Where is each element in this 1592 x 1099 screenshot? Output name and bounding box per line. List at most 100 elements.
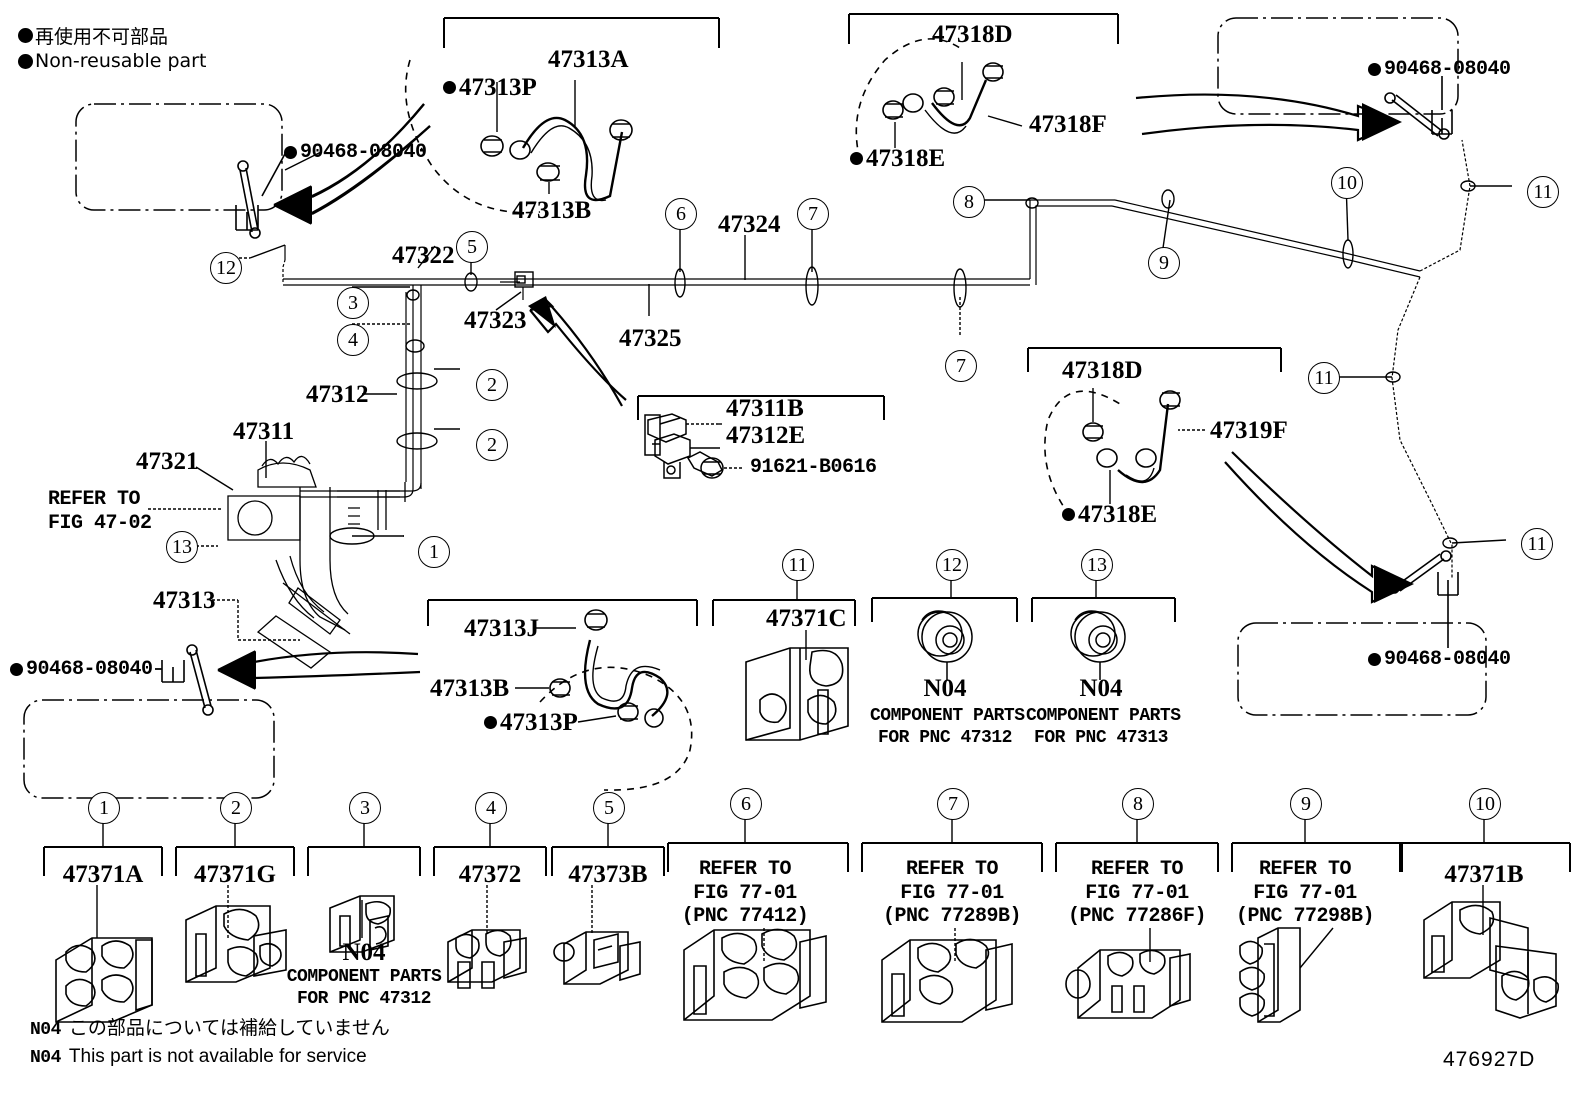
label-47313p-lower: 47313P	[484, 710, 578, 735]
pipe-diagonal-b	[1111, 205, 1421, 278]
nonreusable-dot-icon	[484, 716, 497, 729]
clamp-47371c	[745, 647, 849, 741]
legend-refer-line-1: REFER TO	[698, 858, 792, 881]
n04-note-12-l2: FOR PNC 47312	[878, 727, 1012, 748]
nonreusable-dot-icon	[18, 53, 33, 69]
label-91621-b0616: 91621-B0616	[750, 456, 877, 479]
pipe-grommets	[329, 180, 1476, 549]
legend-refer-line-2: FIG 77-01	[1253, 881, 1357, 905]
callout-number-6: 6	[665, 198, 697, 230]
pipe-right-descend	[1391, 276, 1453, 578]
callout-number-12: 12	[936, 549, 968, 581]
label-90468-front-right: 90468-08040	[1368, 58, 1511, 82]
callout-number-4: 4	[337, 324, 369, 356]
legend-callout-6: 6	[730, 788, 762, 820]
legend-callout-8: 8	[1122, 788, 1154, 820]
callout-number-12: 12	[210, 252, 242, 284]
nonreusable-dot-icon	[18, 28, 33, 43]
callout-number-2: 2	[476, 429, 508, 461]
legend-part-number: 47371A	[62, 861, 144, 888]
hose-47313j	[539, 609, 693, 791]
figure-id: 476927D	[1443, 1048, 1536, 1071]
transfer-arrows	[217, 93, 1414, 690]
bracket-47318-group	[848, 13, 1119, 44]
footnote-jp-text: この部品については補給していません	[68, 1017, 390, 1039]
callout-number-9: 9	[1148, 247, 1180, 279]
label-47318d-mid: 47318D	[1062, 357, 1143, 384]
label-47318f: 47318F	[1029, 111, 1107, 138]
pipe-elbow-left-b	[300, 482, 422, 492]
callout-number-10: 10	[1331, 167, 1363, 199]
nonreusable-dot-icon	[284, 146, 297, 160]
legend-refer-line-2: FIG 77-01	[900, 881, 1004, 905]
callout-number-8: 8	[953, 186, 985, 218]
footnote-en: N04 This part is not available for servi…	[30, 1046, 367, 1070]
pipe-top-right-a	[1419, 185, 1471, 272]
label-47313a: 47313A	[548, 46, 629, 73]
label-47312: 47312	[306, 381, 369, 408]
label-47324: 47324	[718, 211, 781, 238]
n04-label-13: N04	[1079, 675, 1123, 702]
label-47318e-mid: 47318E	[1062, 502, 1157, 527]
legend-refer-line-3: (PNC 77298B)	[1235, 905, 1375, 929]
legend-callout-7: 7	[937, 788, 969, 820]
label-47313b-lower: 47313B	[430, 675, 510, 702]
bracket-parts	[644, 413, 724, 479]
footnote-en-text: This part is not available for service	[68, 1046, 367, 1067]
callout-number-13: 13	[166, 531, 198, 563]
legend-part-number: 47371G	[194, 861, 276, 888]
label-47321: 47321	[136, 448, 199, 475]
nonreusable-dot-icon	[10, 663, 23, 677]
pipe-elbow-left	[300, 488, 414, 498]
label-47322: 47322	[392, 242, 455, 269]
label-47319f: 47319F	[1210, 417, 1288, 444]
pipe-top-right-b	[1461, 139, 1471, 187]
legend-callout-2: 2	[220, 792, 252, 824]
bracket-47371c-group	[712, 599, 856, 626]
legend-item-5: 47373B	[508, 862, 708, 887]
legend-part-number: 47371B	[1444, 861, 1524, 888]
legend-part-2-art	[185, 905, 287, 983]
bracket-47319-group	[1027, 347, 1282, 372]
legend-callout-9: 9	[1290, 788, 1322, 820]
label-47313j: 47313J	[464, 615, 539, 642]
label-47313p: 47313P	[443, 75, 537, 100]
footnote-jp: N04 この部品については補給していません	[30, 1013, 390, 1042]
label-90468-rear-right: 90468-08040	[1368, 648, 1511, 672]
callout-number-11: 11	[1308, 362, 1340, 394]
legend-nonreusable-en: Non-reusable part	[18, 50, 206, 72]
nonreusable-dot-icon	[1368, 63, 1381, 77]
legend-refer-line-3: (PNC 77289B)	[882, 905, 1022, 929]
label-47313-pipe: 47313	[153, 587, 216, 614]
nonreusable-dot-icon	[1062, 508, 1075, 521]
label-47313b: 47313B	[512, 197, 592, 224]
master-cylinder-assembly	[227, 455, 406, 669]
legend-part-10-art	[1423, 901, 1560, 1019]
legend-refer-line-1: REFER TO	[1090, 858, 1184, 881]
legend-item-1: 47371A	[3, 862, 203, 887]
n04-grommet-13	[1070, 610, 1126, 680]
label-47312e: 47312E	[726, 422, 806, 449]
legend-refer-line-2: FIG 77-01	[693, 881, 797, 905]
hose-47318f	[855, 38, 1004, 161]
n04-note-13-l2: FOR PNC 47313	[1034, 727, 1168, 748]
legend-brackets	[43, 842, 1571, 876]
wheel-box-front-left	[75, 103, 283, 211]
bracket-47313a-group	[443, 17, 720, 48]
label-47318d-top: 47318D	[932, 21, 1013, 48]
wheel-box-front-right	[1217, 17, 1459, 115]
legend-part-9-art	[1239, 927, 1301, 1023]
callout-number-3: 3	[337, 287, 369, 319]
legend-note-line-2: FOR PNC 47312	[297, 988, 431, 1009]
legend-refer-line-3: (PNC 77412)	[681, 905, 809, 929]
footnote-en-code: N04	[30, 1048, 61, 1068]
legend-part-7-art	[881, 938, 1013, 1023]
nonreusable-dot-icon	[850, 152, 863, 165]
nonreusable-dot-icon	[443, 81, 456, 94]
callout-number-11: 11	[1527, 176, 1559, 208]
callout-number-5: 5	[456, 231, 488, 263]
label-90468-rear-left: 90468-08040	[10, 658, 153, 682]
callout-number-2: 2	[476, 369, 508, 401]
